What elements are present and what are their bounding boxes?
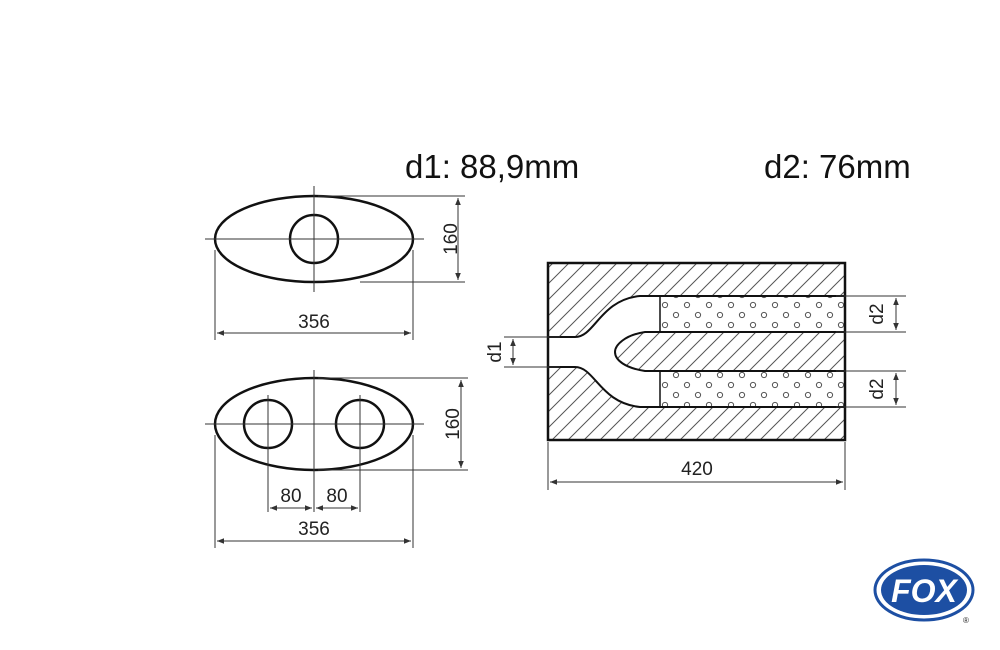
section-view: d1 d2 d2 420 xyxy=(485,261,906,490)
y-splitter-channel xyxy=(548,296,660,407)
d2-diameter-label: d2: 76mm xyxy=(764,148,911,185)
bottom-height-label: 160 xyxy=(443,408,464,440)
splitter-center-wall xyxy=(613,331,845,372)
bottom-spacing-right-label: 80 xyxy=(326,486,347,507)
section-d2-upper-label: d2 xyxy=(867,303,888,324)
d1-diameter-label: d1: 88,9mm xyxy=(405,148,580,185)
upper-perforated-tube xyxy=(660,296,845,332)
lower-perforated-tube xyxy=(660,371,845,407)
bottom-oval-view: 160 80 80 356 xyxy=(205,370,468,548)
top-oval-view: 160 356 xyxy=(205,186,465,340)
fox-logo: FOX ® xyxy=(873,558,975,625)
logo-text: FOX xyxy=(891,573,958,609)
section-d1-label: d1 xyxy=(485,341,506,362)
logo-registered-mark: ® xyxy=(963,616,969,625)
bottom-spacing-left-label: 80 xyxy=(280,486,301,507)
logo-inner-fill xyxy=(881,565,967,615)
top-width-label: 356 xyxy=(298,312,330,333)
section-d2-lower-label: d2 xyxy=(867,378,888,399)
section-outer-box xyxy=(546,261,847,442)
splitter-upper-wall xyxy=(548,295,845,338)
bottom-width-label: 356 xyxy=(298,519,330,540)
top-height-label: 160 xyxy=(441,223,462,255)
splitter-lower-wall xyxy=(548,366,845,408)
section-length-label: 420 xyxy=(681,459,713,480)
